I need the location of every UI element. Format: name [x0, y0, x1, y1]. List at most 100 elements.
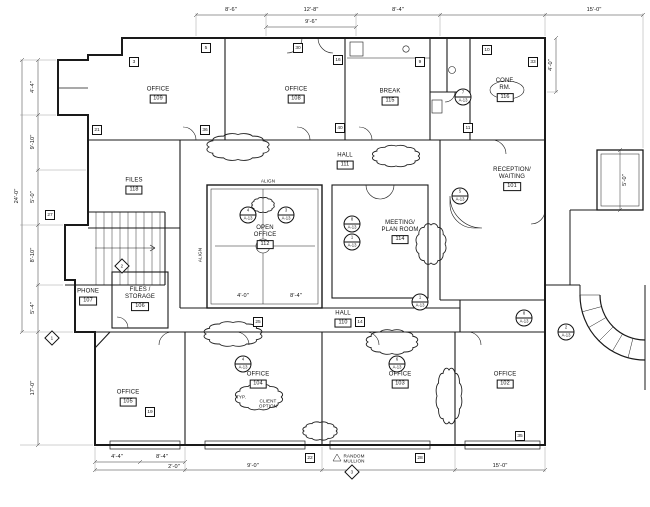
- room-name: BREAK: [379, 88, 401, 95]
- room-number-tag: 116: [496, 92, 514, 102]
- room-name: FILES / STORAGE: [125, 287, 155, 300]
- marker-sheet: A-13: [344, 223, 360, 232]
- dimension-label: 2'-0": [168, 463, 180, 470]
- room-number-tag: 118: [125, 185, 143, 195]
- dimension-label: 17'-0": [29, 380, 36, 396]
- keynote-marker: 5: [201, 43, 211, 53]
- room-number-tag: 114: [391, 234, 409, 244]
- room-name: OFFICE: [116, 389, 140, 396]
- marker-sheet: A-13: [278, 214, 294, 223]
- room-number-tag: 103: [391, 379, 409, 389]
- keynote-marker: 30: [293, 43, 303, 53]
- marker-number: 4: [246, 207, 250, 213]
- room-number-tag: 111: [336, 160, 354, 170]
- marker-sheet: A-13: [389, 363, 405, 372]
- exterior-walls: [57, 37, 546, 446]
- marker-sheet: A-13: [235, 363, 251, 372]
- marker-number: 4: [241, 356, 245, 362]
- room-name: FILES: [125, 177, 143, 184]
- marker-sheet: A-13: [240, 214, 256, 223]
- dimension-label: 5'-4": [29, 302, 36, 314]
- keynote-marker: 10: [482, 45, 492, 55]
- align-note: ALIGN: [260, 178, 276, 184]
- room-name: CONF. RM.: [495, 78, 515, 91]
- diamond-number: 3: [350, 469, 354, 475]
- room-name: PHONE: [77, 288, 99, 295]
- marker-number: 5: [458, 188, 462, 194]
- stair-left: [88, 211, 166, 286]
- marker-sheet: A-13: [344, 241, 360, 250]
- diamond-number: 1: [50, 335, 54, 341]
- keynote-marker: 11: [463, 123, 473, 133]
- dimension-label: 8'-4": [156, 453, 168, 460]
- dimension-label: 8'-4": [290, 292, 302, 299]
- marker-number: 6: [395, 356, 399, 362]
- keynote-marker: 22: [305, 453, 315, 463]
- marker-sheet: A-13: [452, 195, 468, 204]
- keynote-marker: 27: [45, 210, 55, 220]
- dimension-label: 9'-10": [29, 134, 36, 150]
- room-name: OFFICE: [284, 86, 308, 93]
- marker-number: 3: [284, 207, 288, 213]
- dimension-label: 24'-0": [13, 188, 20, 204]
- doors: [116, 37, 546, 346]
- dimension-label: 15'-0": [586, 6, 602, 13]
- room-number-tag: 112: [256, 239, 274, 249]
- keynote-marker: 21: [92, 125, 102, 135]
- keynote-marker: 14: [355, 317, 365, 327]
- dimension-label: 5'-0": [621, 174, 628, 186]
- room-name: OFFICE: [246, 371, 270, 378]
- marker-sheet: A-13: [558, 331, 574, 340]
- room-number-tag: 109: [149, 94, 167, 104]
- room-name: HALL: [335, 310, 351, 317]
- client-option-note: CLIENT OPTION: [258, 398, 278, 409]
- marker-number: 7: [461, 89, 465, 95]
- room-number-tag: 106: [131, 301, 149, 311]
- marker-number: 1: [418, 294, 422, 300]
- dimension-label: 15'-0": [492, 462, 508, 469]
- keynote-marker: 33: [528, 57, 538, 67]
- room-name: HALL: [337, 152, 353, 159]
- marker-number: 8: [522, 310, 526, 316]
- mullion-triangle-icon: [332, 453, 342, 462]
- room-name: OFFICE: [388, 371, 412, 378]
- room-name: OPEN OFFICE: [253, 225, 277, 238]
- marker-number: 1: [350, 234, 354, 240]
- dimension-label: 9'-0": [247, 462, 259, 469]
- dimension-label: 4'-0": [547, 59, 554, 71]
- keynote-marker: 9: [415, 57, 425, 67]
- marker-number: 2: [564, 324, 568, 330]
- room-number-tag: 102: [496, 379, 514, 389]
- extension-lines: [20, 13, 644, 472]
- room-number-tag: 101: [503, 181, 521, 191]
- room-number-tag: 107: [79, 296, 97, 306]
- keynote-marker: 16: [333, 55, 343, 65]
- dimension-label: 5'-0": [29, 191, 36, 203]
- marker-sheet: A-13: [455, 96, 471, 105]
- stair-right: [579, 285, 646, 390]
- keynote-marker: 36: [200, 125, 210, 135]
- marker-sheet: A-13: [412, 301, 428, 310]
